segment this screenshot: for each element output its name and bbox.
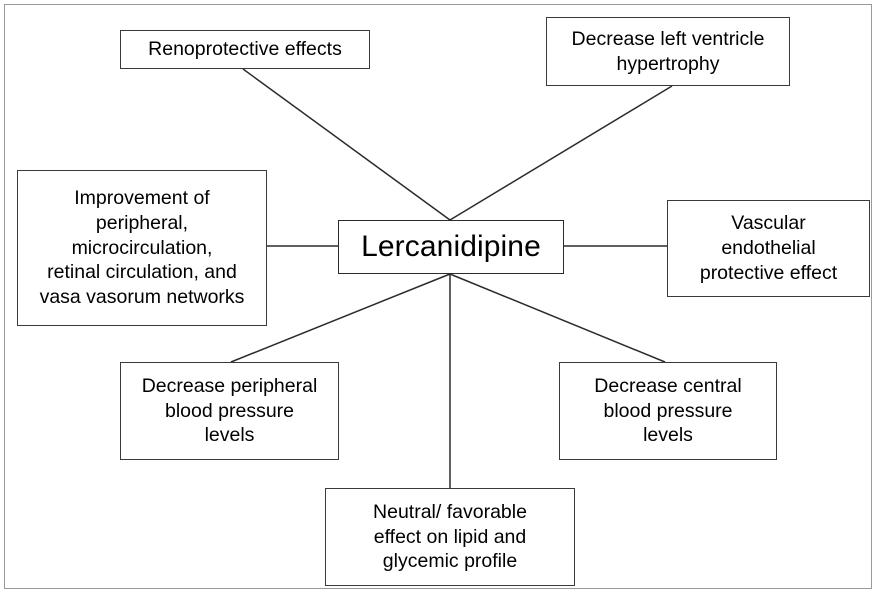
node-label: Vascular endothelial protective effect	[699, 212, 838, 284]
node-neutral-favorable-lipid-glycemic-effect[interactable]: Neutral/ favorable effect on lipid and g…	[325, 488, 575, 586]
node-label: Lercanidipine	[361, 229, 541, 263]
node-decrease-central-blood-pressure[interactable]: Decrease central blood pressure levels	[559, 362, 777, 460]
diagram-frame	[4, 4, 872, 589]
node-decrease-left-ventricle-hypertrophy[interactable]: Decrease left ventricle hypertrophy	[546, 17, 790, 86]
node-label: Decrease central blood pressure levels	[594, 374, 742, 447]
node-lercanidipine-center[interactable]: Lercanidipine	[338, 220, 564, 274]
node-label: Improvement of peripheral, microcirculat…	[39, 186, 245, 309]
node-decrease-peripheral-blood-pressure[interactable]: Decrease peripheral blood pressure level…	[120, 362, 339, 460]
node-label: Decrease left ventricle hypertrophy	[571, 27, 765, 75]
node-improvement-of-peripheral-circulation[interactable]: Improvement of peripheral, microcirculat…	[17, 170, 267, 326]
node-renoprotective-effects[interactable]: Renoprotective effects	[120, 30, 370, 69]
node-label: Renoprotective effects	[148, 38, 342, 61]
node-label: Neutral/ favorable effect on lipid and g…	[373, 500, 527, 573]
node-vascular-endothelial-protective-effect[interactable]: Vascular endothelial protective effect	[667, 200, 870, 297]
node-label: Decrease peripheral blood pressure level…	[141, 374, 318, 447]
